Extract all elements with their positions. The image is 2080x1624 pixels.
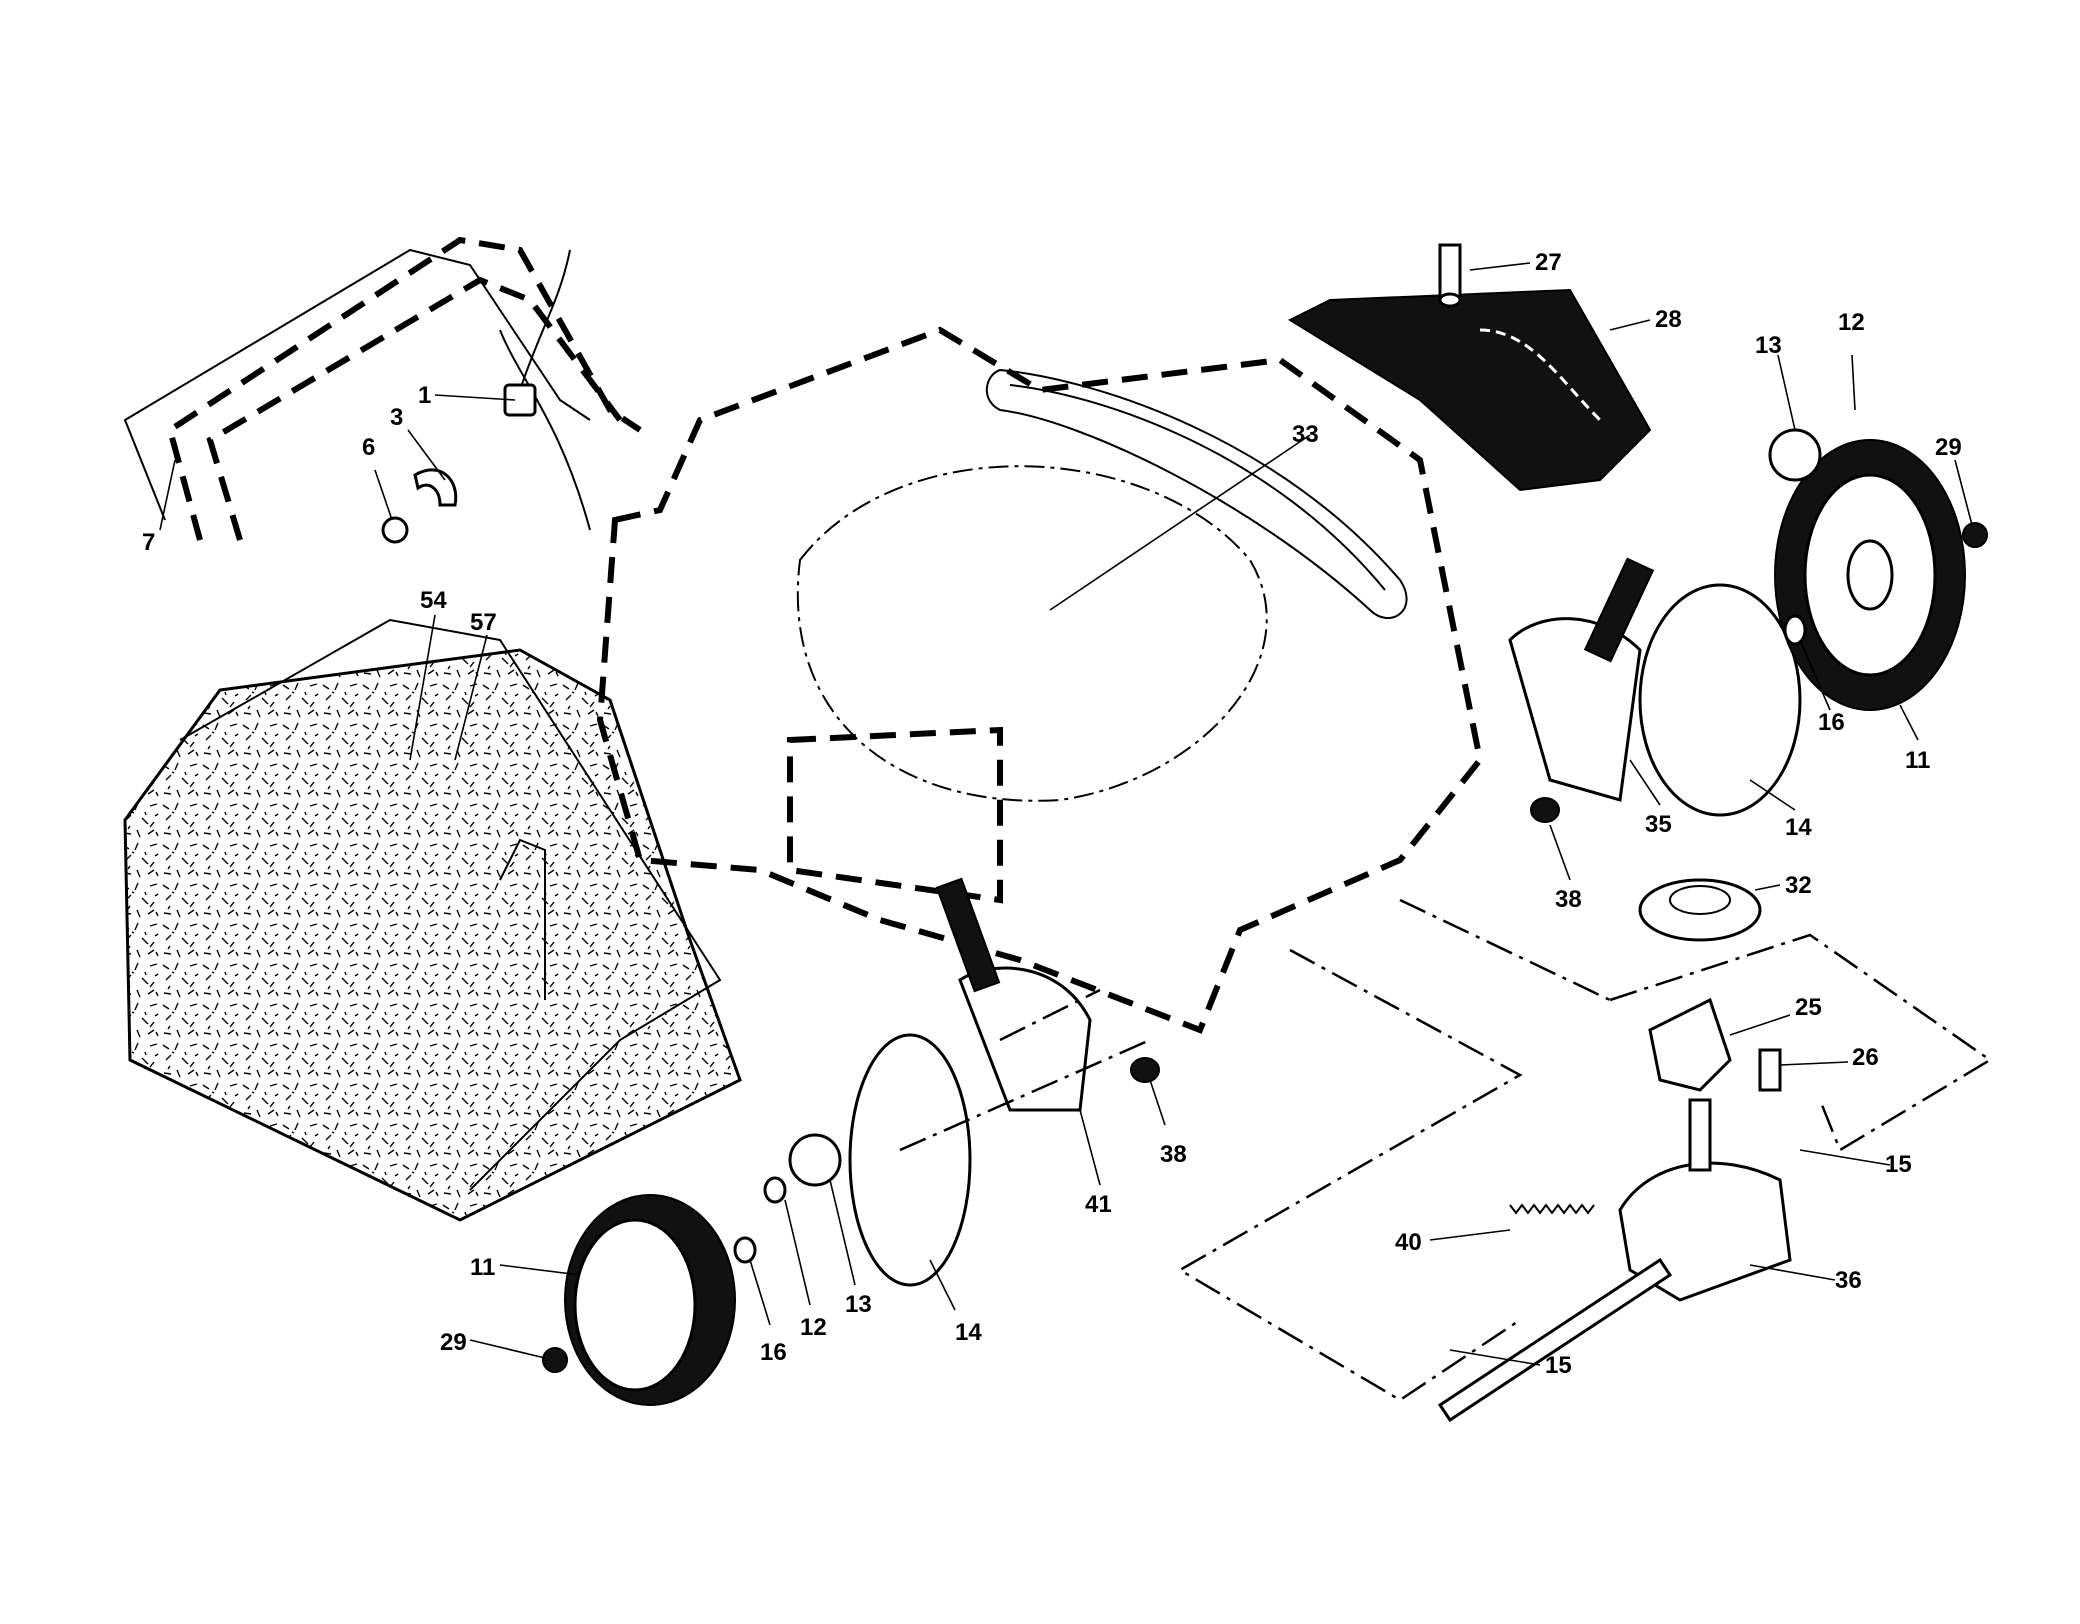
pulley — [1638, 878, 1762, 942]
cable-tie — [413, 468, 458, 507]
callout-57: 57 — [470, 609, 497, 636]
handle-assembly — [123, 236, 642, 544]
control-cable — [499, 329, 591, 531]
callout-11-right: 11 — [1905, 747, 1930, 774]
callout-36: 36 — [1835, 1267, 1862, 1294]
callout-13-right: 13 — [1755, 332, 1782, 359]
callout-33: 33 — [1292, 421, 1319, 448]
callout-15-top: 15 — [1885, 1151, 1912, 1178]
callout-12-left: 12 — [800, 1314, 827, 1341]
callout-3: 3 — [390, 404, 403, 431]
washer-12-left — [763, 1176, 787, 1204]
washer-right — [1783, 614, 1807, 646]
deck-outline — [596, 326, 1484, 1034]
spacer-38-top — [1530, 797, 1560, 823]
callout-11-left: 11 — [470, 1254, 495, 1281]
callout-12-right: 12 — [1838, 309, 1865, 336]
leader-lines — [159, 262, 1973, 1366]
callout-16-right: 16 — [1818, 709, 1845, 736]
left-wheel-assembly — [542, 877, 1160, 1406]
callout-26: 26 — [1852, 1044, 1879, 1071]
cover-bolt — [1438, 243, 1462, 302]
washer-16-left — [733, 1236, 757, 1264]
adjuster-grip-right — [1583, 557, 1655, 663]
drive-assembly — [1177, 878, 1993, 1423]
callout-7: 7 — [142, 529, 155, 556]
callout-14-left: 14 — [955, 1319, 982, 1346]
nut-right — [1962, 522, 1988, 548]
right-wheel-assembly — [1508, 428, 1988, 823]
callout-13-left: 13 — [845, 1291, 872, 1318]
callout-27: 27 — [1535, 249, 1562, 276]
callout-16-left: 16 — [760, 1339, 787, 1366]
handle-knob — [381, 516, 409, 544]
callout-38-top: 38 — [1555, 886, 1582, 913]
upper-handle-dashed — [166, 236, 642, 541]
drive-spring — [1509, 1203, 1595, 1215]
lower-handle — [123, 248, 591, 521]
drive-belt — [985, 368, 1408, 620]
hubcap-right — [1638, 583, 1802, 817]
pulley-bracket — [1648, 997, 1732, 1092]
grass-catcher — [123, 618, 742, 1222]
mower-deck — [596, 326, 1484, 1034]
callout-15-bottom: 15 — [1545, 1352, 1572, 1379]
callout-41: 41 — [1085, 1191, 1112, 1218]
callout-6: 6 — [362, 434, 375, 461]
callout-25: 25 — [1795, 994, 1822, 1021]
adjuster-grip-left — [935, 877, 1001, 993]
callout-32: 32 — [1785, 872, 1812, 899]
callout-1: 1 — [418, 382, 431, 409]
bracket-bolt — [1758, 1048, 1782, 1092]
belt-cover-assembly — [1287, 243, 1652, 492]
callout-40: 40 — [1395, 1229, 1422, 1256]
pinion-gear-left — [788, 1133, 842, 1187]
callout-54: 54 — [420, 587, 447, 614]
belt-cover — [1287, 288, 1652, 492]
bag-frame — [179, 618, 722, 1191]
callout-29-right: 29 — [1935, 434, 1962, 461]
nut-left — [542, 1347, 568, 1373]
callout-35: 35 — [1645, 811, 1672, 838]
height-adjuster-right — [1508, 617, 1642, 802]
hubcap-left — [848, 1033, 972, 1287]
drive-shaft — [1437, 1257, 1673, 1423]
grass-bag — [123, 648, 742, 1222]
callout-14-right: 14 — [1785, 814, 1812, 841]
spacer-38-bottom — [1130, 1057, 1160, 1083]
callout-29-left: 29 — [440, 1329, 467, 1356]
callout-labels: 1 3 6 7 54 57 33 27 28 13 12 29 16 11 35… — [142, 249, 1962, 1379]
callout-28: 28 — [1655, 306, 1682, 333]
callout-38-bottom: 38 — [1160, 1141, 1187, 1168]
pinion-gear-right — [1768, 428, 1822, 482]
